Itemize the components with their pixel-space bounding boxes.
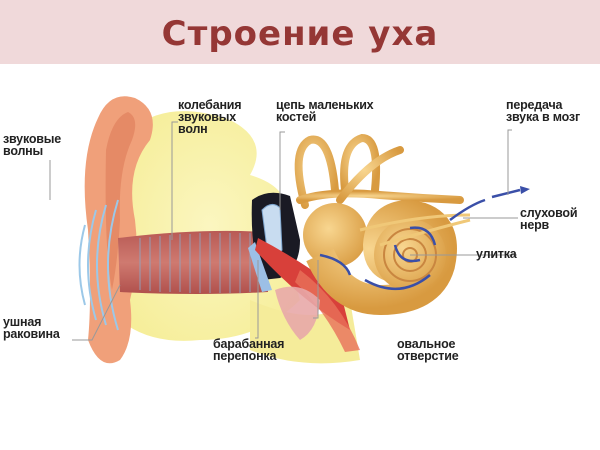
ear-structure-diagram: звуковые волны колебания звуковых волн ц… bbox=[0, 64, 600, 450]
leader-lines bbox=[49, 121, 518, 341]
label-wave-oscillation: колебания звуковых волн bbox=[178, 98, 242, 136]
eardrum-shape bbox=[248, 242, 272, 292]
signal-arrows bbox=[319, 188, 521, 291]
vestibule bbox=[303, 203, 367, 267]
label-sound-waves: звуковые волны bbox=[3, 132, 61, 158]
semicircular-canals bbox=[294, 133, 464, 209]
label-eardrum: барабанная перепонка bbox=[213, 337, 285, 363]
sound-wave-arcs bbox=[78, 199, 119, 331]
label-auricle: ушная раковина bbox=[3, 315, 60, 341]
label-auditory-nerve: слуховой нерв bbox=[520, 206, 578, 232]
ear-illustration bbox=[49, 96, 530, 364]
label-oval-window: овальное отверстие bbox=[397, 337, 459, 363]
label-to-brain: передача звука в мозг bbox=[506, 98, 580, 124]
label-ossicles: цепь маленьких костей bbox=[276, 98, 374, 124]
label-cochlea: улитка bbox=[476, 247, 517, 261]
page-title: Строение уха bbox=[161, 14, 439, 54]
title-banner: Строение уха bbox=[0, 0, 600, 64]
